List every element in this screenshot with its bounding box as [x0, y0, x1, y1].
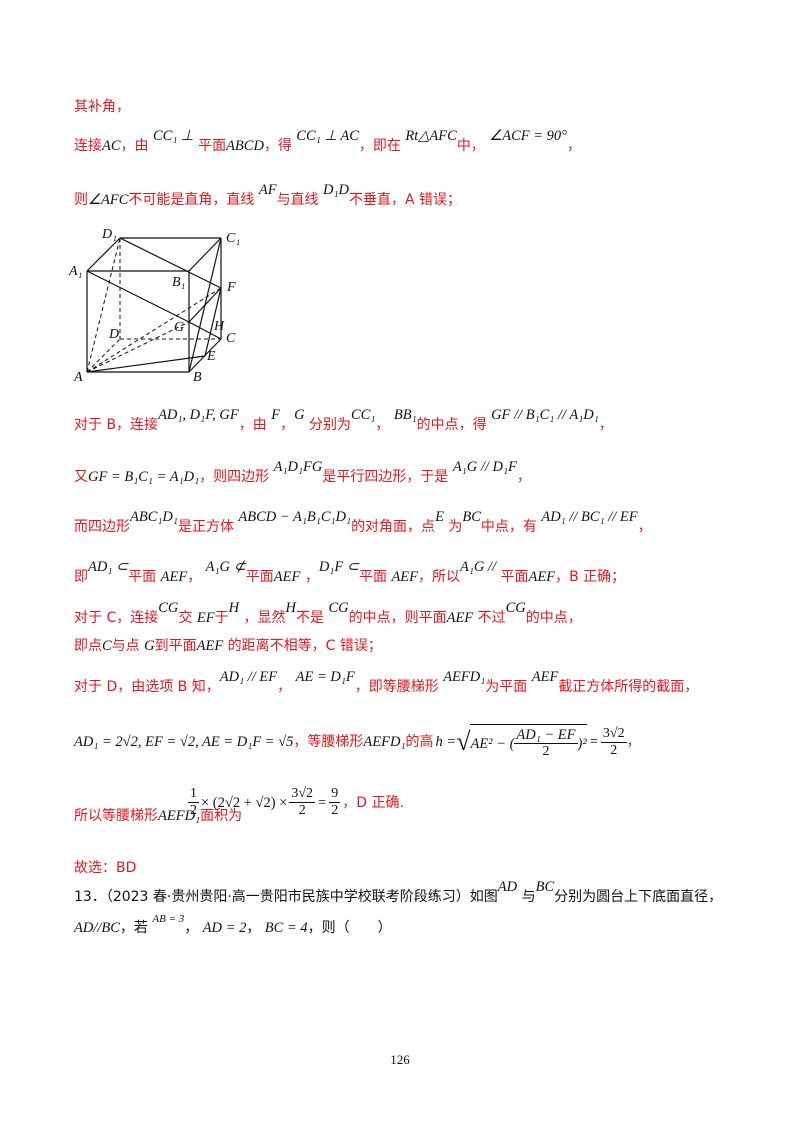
label-b: B — [193, 370, 202, 385]
sqrt-sign: √ — [456, 727, 471, 756]
label-h: H — [213, 319, 225, 334]
label-c: C — [226, 331, 236, 346]
hidden-edge — [86, 338, 121, 373]
edge — [188, 237, 222, 272]
answer-line: 故选：BD — [74, 860, 137, 876]
segment-ag — [86, 321, 190, 373]
text-line: 即点C与点 G到平面AEF 的距离不相等，C 错误； — [74, 638, 382, 654]
label-c1: C₁ — [226, 231, 240, 246]
text-line: 对于 D，由选项 B 知，AD₁ // EF， AE = D₁F，即等腰梯形 A… — [74, 669, 699, 695]
text-line: 即AD₁ ⊂平面 AEF， A₁G ⊄平面AEF ，D₁F ⊂平面 AEF，所以… — [74, 559, 626, 585]
segment-c1b — [188, 237, 222, 373]
text-line: 连接AC，由 CC₁ ⊥ 平面ABCD，得 CC₁ ⊥ AC，即在 Rt△AFC… — [74, 128, 581, 154]
label-e: E — [206, 349, 216, 364]
edge — [86, 237, 121, 272]
text-line: 对于 C，连接CG交 EF于H ，显然H不是 CG的中点，则平面AEF 不过CG… — [74, 600, 582, 626]
segment-gc — [188, 321, 222, 340]
text-line: 而四边形ABC₁D₁是正方体 ABCD − A₁B₁C₁D₁的对角面，点E 为B… — [74, 509, 652, 535]
page-number: 126 — [390, 1052, 410, 1067]
segment-af — [86, 287, 222, 373]
label-d: D — [108, 327, 119, 342]
cube-figure: D₁ C₁ A₁ B₁ F G H D C E A B — [68, 227, 240, 385]
label-a: A — [73, 370, 83, 385]
text-line: 又GF = B₁C₁ = A₁D₁，则四边形 A₁D₁FG是平行四边形，于是 A… — [74, 459, 531, 485]
label-a1: A₁ — [68, 264, 82, 279]
text-line: 则∠AFC不可能是直角，直线 AF与直线 D₁D不垂直，A 错误； — [74, 182, 462, 208]
segment-ae — [86, 355, 206, 373]
label-f: F — [226, 280, 236, 295]
segment-ef — [204, 287, 222, 357]
segment-a1g — [86, 270, 190, 323]
text-line: 其补角， — [74, 99, 130, 115]
question-line: AD//BC，若 AB = 3， AD = 2， BC = 4，则（ ） — [74, 913, 392, 936]
segment-ad1 — [86, 237, 121, 373]
text-line: 所以等腰梯形AEFD₁面积为 — [74, 808, 243, 824]
label-b1: B₁ — [172, 275, 185, 290]
label-g: G — [174, 320, 184, 335]
text-line: 对于 B，连接AD₁, D₁F, GF，由 F，G 分别为CC₁， BB₁的中点… — [74, 407, 613, 433]
label-d1: D₁ — [101, 227, 117, 242]
text-line: AD₁ = 2√2, EF = √2, AE = D₁F = √5，等腰梯形 A… — [74, 724, 641, 760]
segment-d1f — [119, 237, 222, 289]
question-line: 13．（2023 春·贵州贵阳·高一贵阳市民族中学校联考阶段练习）如图AD 与B… — [74, 879, 723, 905]
